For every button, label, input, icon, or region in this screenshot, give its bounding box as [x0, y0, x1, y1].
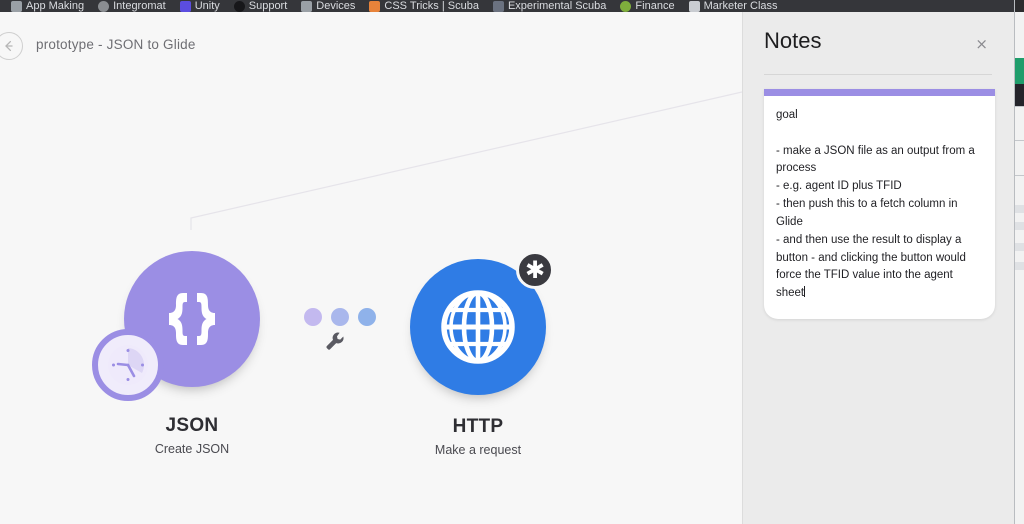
route-dot [304, 308, 322, 326]
browser-bookmarks-bar: App Making Integromat Unity Support Devi… [0, 0, 1024, 12]
scenario-canvas[interactable]: prototype - JSON to Glide [0, 12, 742, 524]
bookmark-label: Finance [635, 0, 675, 12]
note-card[interactable]: goal - make a JSON file as an output fro… [764, 89, 995, 319]
route-settings-button[interactable] [324, 330, 346, 357]
module-http-circle[interactable]: ✱ [380, 251, 576, 395]
bookmark-label: Support [248, 0, 288, 12]
note-text[interactable]: goal - make a JSON file as an output fro… [776, 109, 975, 300]
text-caret [804, 286, 806, 298]
module-json-subtitle: Create JSON [154, 442, 230, 456]
bookmark-label: Experimental Scuba [507, 0, 607, 12]
bookmark-marketer-class[interactable]: Marketer Class [682, 0, 785, 12]
bookmark-support[interactable]: Support [227, 0, 295, 12]
favicon-icon [688, 0, 700, 12]
wrench-icon [326, 332, 344, 350]
bookmarks-bar-right-group: Other Bookmarks Reading List [797, 5, 1020, 12]
bookmark-experimental-scuba[interactable]: Experimental Scuba [486, 0, 613, 12]
favicon-icon [369, 0, 381, 12]
bookmark-label: Marketer Class [703, 0, 778, 12]
route-dot [331, 308, 349, 326]
bookmark-app-making[interactable]: App Making [4, 0, 91, 12]
close-icon[interactable]: × [975, 35, 988, 53]
favicon-icon [11, 0, 22, 12]
module-http-asterisk-badge[interactable]: ✱ [516, 251, 554, 289]
asterisk-icon: ✱ [524, 256, 546, 284]
module-json[interactable]: JSON Create JSON [92, 251, 290, 456]
note-color-stripe [764, 89, 995, 96]
bookmark-label: App Making [26, 0, 85, 12]
module-json-name: JSON [165, 415, 219, 436]
bookmark-label: Devices [316, 0, 356, 12]
bookmark-devices[interactable]: Devices [294, 0, 362, 12]
favicon-icon [233, 0, 245, 12]
module-http[interactable]: ✱ HTTP Make a request [380, 251, 576, 457]
scenario-toolbar: prototype - JSON to Glide [0, 32, 742, 72]
favicon-icon [179, 0, 191, 12]
notes-header: Notes × [743, 12, 1015, 70]
favicon-icon [620, 0, 632, 12]
bookmark-label: Integromat [113, 0, 166, 12]
back-button[interactable] [0, 32, 23, 60]
divider [764, 74, 992, 75]
module-http-subtitle: Make a request [434, 443, 522, 457]
notes-title: Notes [764, 28, 822, 53]
bookmark-label: CSS Tricks | Scuba [384, 0, 479, 12]
favicon-icon [301, 0, 313, 12]
route-dot [358, 308, 376, 326]
back-arrow-icon [5, 40, 13, 52]
module-http-label: HTTP Make a request [435, 416, 521, 457]
bookmark-finance[interactable]: Finance [613, 0, 681, 12]
favicon-icon [98, 0, 110, 12]
route-connection-line [190, 91, 742, 230]
route-connector[interactable] [304, 308, 376, 326]
bookmark-unity[interactable]: Unity [173, 0, 227, 12]
bookmark-css-tricks[interactable]: CSS Tricks | Scuba [362, 0, 486, 12]
background-window-sliver [1014, 0, 1024, 524]
curly-braces-icon [169, 293, 215, 345]
favicon-icon [492, 0, 504, 12]
page-title: prototype - JSON to Glide [36, 37, 196, 52]
module-http-name: HTTP [452, 416, 504, 437]
clock-icon [108, 345, 148, 385]
module-json-circle[interactable] [92, 251, 290, 401]
bookmark-label: Unity [194, 0, 220, 12]
module-json-schedule-badge[interactable] [92, 329, 164, 401]
bookmark-integromat[interactable]: Integromat [91, 0, 173, 12]
module-json-label: JSON Create JSON [155, 415, 229, 456]
globe-icon [441, 290, 515, 364]
notes-panel: Notes × goal - make a JSON file as an ou… [742, 12, 1014, 524]
